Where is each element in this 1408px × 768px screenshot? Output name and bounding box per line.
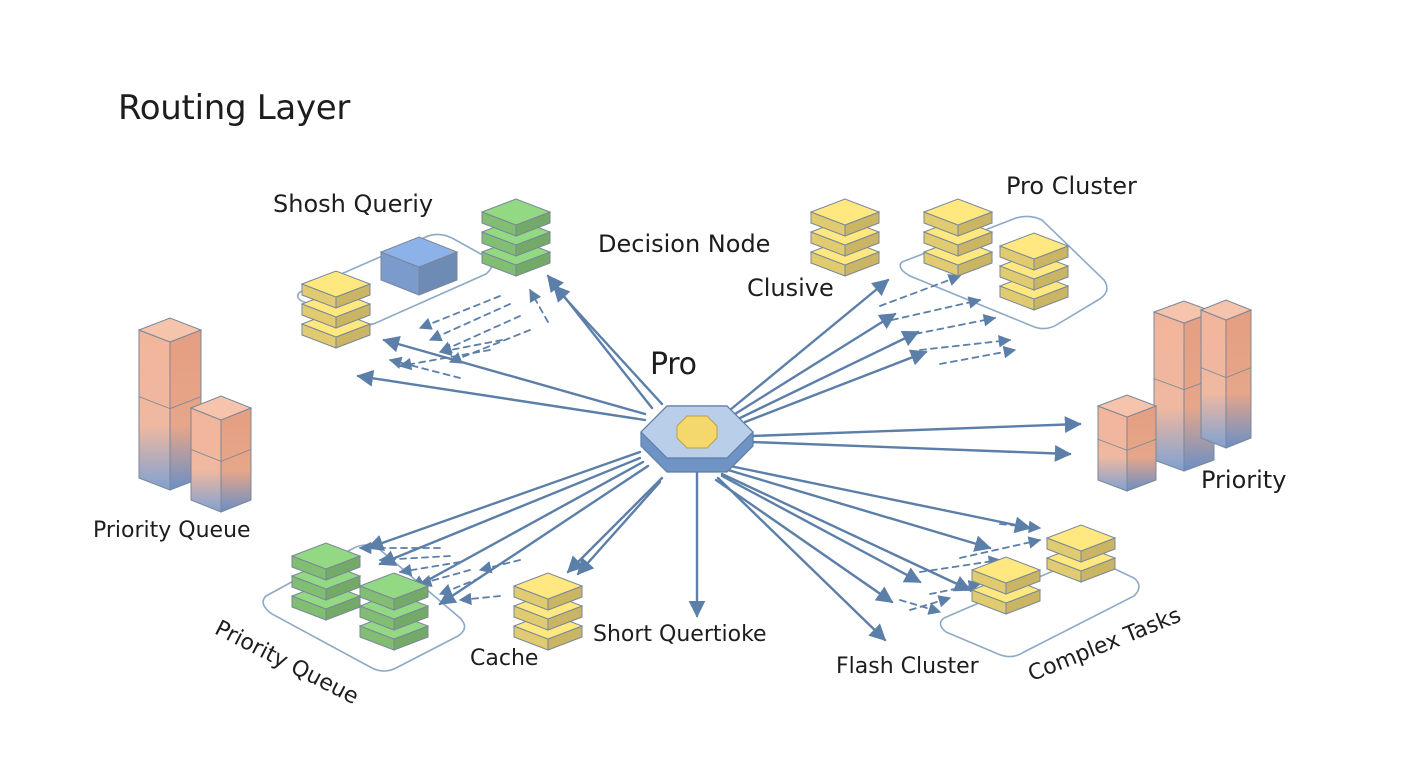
arrow-5 xyxy=(728,278,890,412)
dashed-arrow-22 xyxy=(929,580,982,595)
arrow-20 xyxy=(720,472,972,592)
dashed-arrow-17 xyxy=(418,569,471,588)
arrow-7 xyxy=(738,330,920,420)
dashed-arrow-21 xyxy=(909,595,952,611)
arrow-19 xyxy=(726,468,992,552)
dashed-arrow-6 xyxy=(388,356,461,379)
tower-priority-right-b xyxy=(1199,299,1253,449)
label-pro: Pro xyxy=(650,347,697,382)
label-flash-cluster: Flash Cluster xyxy=(836,654,979,679)
dashed-arrow-24 xyxy=(959,536,1042,559)
arrow-9 xyxy=(750,416,1082,438)
block-blue-short-query xyxy=(379,236,459,296)
dashed-arrow-1 xyxy=(418,295,501,330)
dashed-arrow-12 xyxy=(919,334,1012,351)
pro-node xyxy=(640,405,754,473)
tower-priority-queue-left-b xyxy=(189,395,253,513)
dashed-arrow-7 xyxy=(438,339,503,357)
label-priority-right: Priority xyxy=(1201,466,1287,494)
arrow-1 xyxy=(356,369,647,422)
dashed-arrow-9 xyxy=(879,274,962,307)
dashed-arrow-15 xyxy=(378,553,451,566)
arrow-10 xyxy=(750,440,1072,462)
arrow-13 xyxy=(408,460,645,592)
label-decision-node: Decision Node xyxy=(598,230,771,258)
stack-yellow-pro-cluster-b xyxy=(998,232,1070,311)
label-cache: Cache xyxy=(470,646,539,671)
dashed-arrow-23 xyxy=(919,555,1002,573)
arrow-18 xyxy=(728,464,1032,534)
arrow-12 xyxy=(378,456,642,567)
tower-priority-right-c xyxy=(1096,394,1158,492)
arrow-2 xyxy=(382,336,647,416)
label-pro-cluster: Pro Cluster xyxy=(1006,172,1137,200)
platform-short-query xyxy=(296,233,493,326)
central-hub xyxy=(640,405,754,473)
label-clusive: Clusive xyxy=(747,274,834,302)
dashed-arrow-2 xyxy=(428,303,511,342)
stack-yellow-short-query xyxy=(300,270,372,349)
stack-yellow-decision xyxy=(809,198,881,277)
dashed-arrow-5 xyxy=(398,349,491,371)
label-priority-queue-left: Priority Queue xyxy=(93,518,251,543)
stack-yellow-cache xyxy=(512,572,584,651)
label-short-query: Shosh Queriy xyxy=(273,190,434,218)
stack-green-priority-queue-b xyxy=(358,572,430,651)
arrow-22 xyxy=(720,474,922,584)
dashed-arrow-16 xyxy=(398,561,461,577)
dashed-arrow-20 xyxy=(478,559,521,574)
dashed-arrow-8 xyxy=(529,288,549,323)
arrow-11 xyxy=(366,450,642,551)
dashed-arrow-26 xyxy=(899,599,942,615)
arrow-21 xyxy=(716,476,887,642)
dashed-arrow-19 xyxy=(458,592,501,606)
platform-pro-cluster xyxy=(899,215,1108,330)
arrow-4 xyxy=(552,284,664,406)
arrows xyxy=(356,274,1082,642)
stack-green-priority-queue-a xyxy=(290,542,362,621)
arrow-8 xyxy=(743,349,928,424)
stack-yellow-flash-b xyxy=(1045,524,1117,583)
stack-yellow-flash-a xyxy=(970,556,1042,615)
dashed-arrow-3 xyxy=(438,315,521,354)
arrow-16 xyxy=(576,480,662,576)
label-short-quertioke: Short Quertioke xyxy=(593,622,767,647)
stack-yellow-pro-cluster-a xyxy=(922,198,994,277)
dashed-arrow-11 xyxy=(904,314,997,337)
dashed-arrow-4 xyxy=(448,329,531,364)
arrow-6 xyxy=(733,312,897,416)
dashed-arrow-10 xyxy=(891,296,982,321)
blocks xyxy=(137,198,1253,651)
diagram-title: Routing Layer xyxy=(118,88,351,128)
dashed-arrow-18 xyxy=(438,577,481,596)
dashed-arrow-13 xyxy=(939,345,1017,365)
arrow-15 xyxy=(566,476,664,574)
stack-green-short-query xyxy=(480,198,552,277)
arrow-23 xyxy=(714,478,894,604)
dashed-arrow-25 xyxy=(999,520,1042,534)
